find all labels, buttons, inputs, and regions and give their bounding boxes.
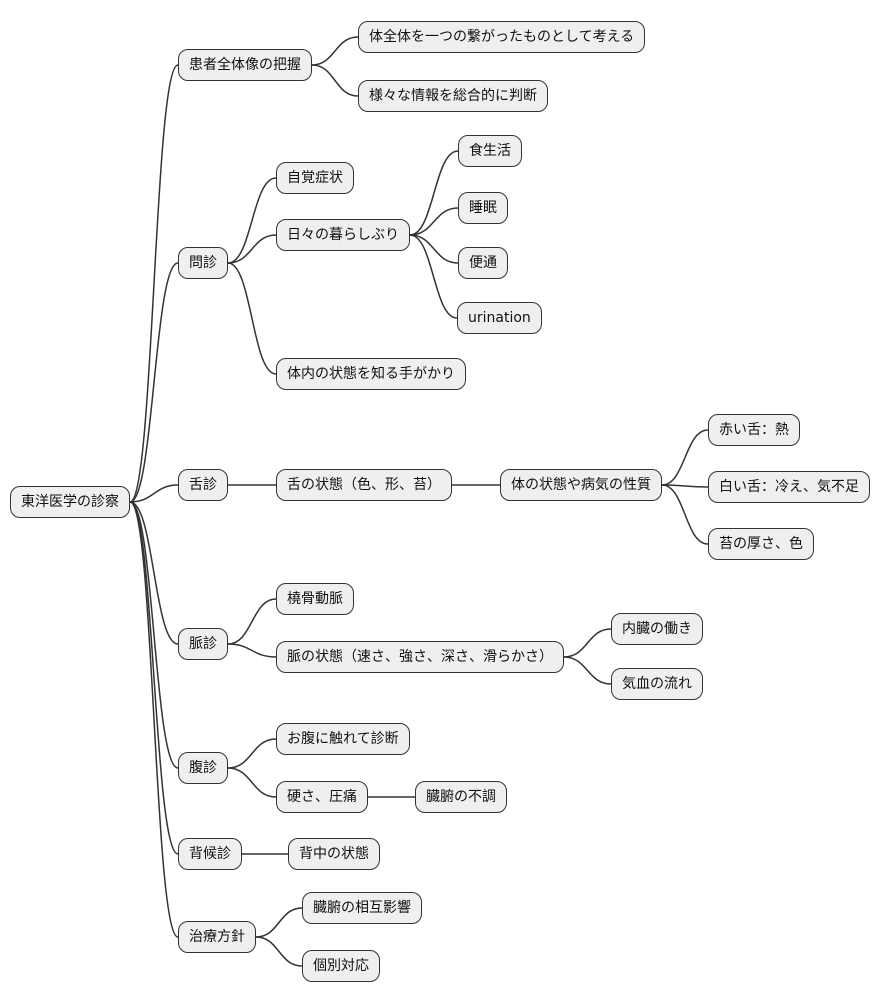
- node-treatment-policy: 治療方針: [178, 921, 256, 953]
- connector-line: [129, 501, 179, 645]
- connector-line: [409, 234, 459, 264]
- connector-line: [227, 738, 277, 769]
- node-diet: 食生活: [458, 135, 522, 167]
- node-urination: urination: [457, 302, 542, 334]
- connector-line: [255, 907, 303, 938]
- connector-line: [563, 628, 612, 658]
- node-abdominal-exam: 腹診: [178, 752, 228, 784]
- connector-line: [227, 643, 277, 658]
- node-white-tongue-cold: 白い舌：冷え、気不足: [708, 471, 870, 503]
- node-back-state: 背中の状態: [288, 838, 380, 870]
- node-organ-disorder: 臓腑の不調: [415, 781, 507, 813]
- connector-line: [661, 484, 709, 545]
- connector-line: [227, 177, 277, 264]
- node-body-condition-nature: 体の状態や病気の性質: [500, 469, 662, 501]
- connector-line: [661, 484, 709, 488]
- connector-line: [129, 64, 179, 503]
- node-palpate-abdomen: お腹に触れて診断: [276, 723, 410, 755]
- connector-line: [255, 936, 303, 967]
- connector-line: [409, 234, 458, 319]
- connector-line: [227, 262, 277, 375]
- connector-line: [129, 501, 179, 769]
- connector-line: [129, 501, 179, 855]
- node-qi-blood-flow: 気血の流れ: [611, 668, 703, 700]
- connector-line: [129, 484, 179, 503]
- node-tongue-state: 舌の状態（色、形、苔）: [276, 469, 452, 501]
- node-organ-mutual-influence: 臓腑の相互影響: [302, 892, 422, 924]
- node-subjective-symptoms: 自覚症状: [276, 162, 354, 194]
- node-radial-artery: 橈骨動脈: [276, 583, 354, 615]
- connector-line: [227, 598, 277, 645]
- connector-line: [311, 36, 359, 66]
- node-interview-exam: 問診: [178, 247, 228, 279]
- connector-line: [661, 429, 709, 486]
- node-patient-overview: 患者全体像の把握: [178, 49, 312, 81]
- connector-line: [409, 207, 459, 236]
- connector-line: [311, 64, 359, 97]
- node-organ-function: 内臓の働き: [611, 613, 703, 645]
- connector-line: [129, 262, 179, 503]
- node-body-as-connected-whole: 体全体を一つの繋がったものとして考える: [358, 21, 646, 53]
- connector-line: [563, 656, 612, 685]
- node-pulse-state: 脈の状態（速さ、強さ、深さ、滑らかさ）: [276, 641, 564, 673]
- node-bowel-movement: 便通: [458, 247, 508, 279]
- connector-line: [409, 150, 459, 236]
- connector-line: [129, 501, 179, 938]
- node-root: 東洋医学の診察: [10, 486, 130, 518]
- node-sleep: 睡眠: [458, 192, 508, 224]
- node-red-tongue-heat: 赤い舌：熱: [708, 414, 800, 446]
- node-comprehensive-judgment: 様々な情報を総合的に判断: [358, 80, 548, 112]
- node-tongue-exam: 舌診: [178, 469, 228, 501]
- connector-line: [227, 234, 277, 264]
- node-daily-life: 日々の暮らしぶり: [276, 219, 410, 251]
- node-coating-thickness-color: 苔の厚さ、色: [708, 528, 814, 560]
- node-hardness-tenderness: 硬さ、圧痛: [276, 781, 368, 813]
- node-back-exam: 背候診: [178, 838, 242, 870]
- node-internal-state-clues: 体内の状態を知る手がかり: [276, 358, 466, 390]
- node-pulse-exam: 脈診: [178, 628, 228, 660]
- node-individual-response: 個別対応: [302, 950, 380, 982]
- connector-line: [227, 767, 277, 798]
